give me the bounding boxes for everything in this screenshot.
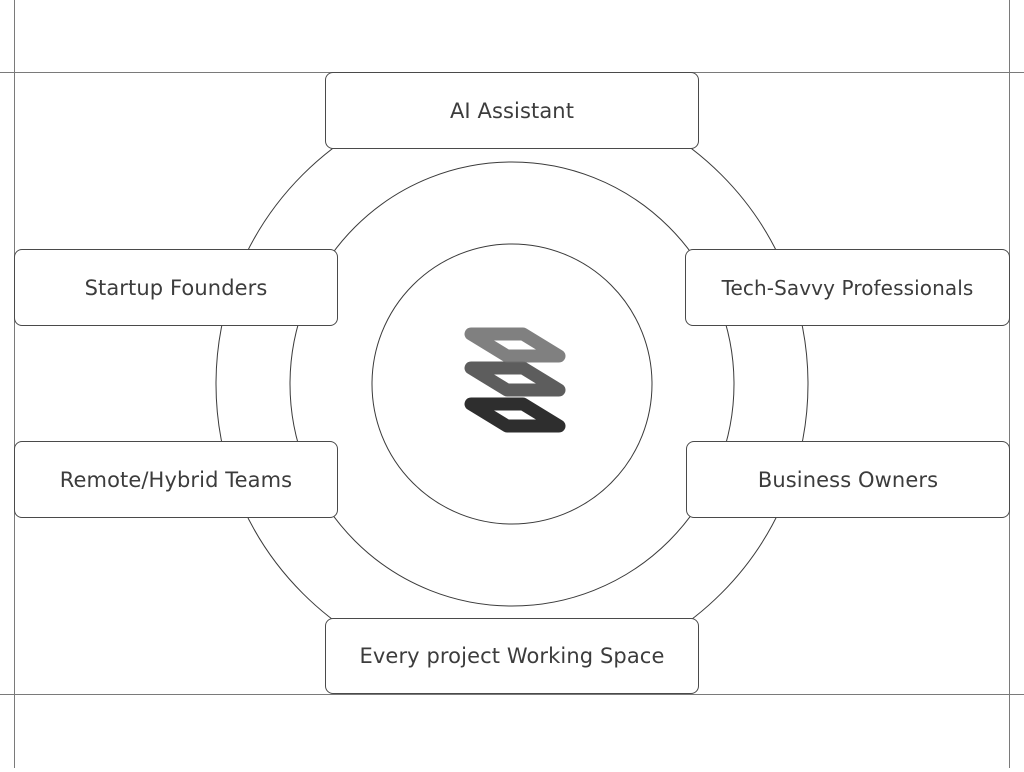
- node-tech-savvy-professionals: Tech-Savvy Professionals: [685, 249, 1010, 326]
- logo-layer-top: [464, 327, 566, 363]
- node-working-space: Every project Working Space: [325, 618, 699, 694]
- node-label: Business Owners: [757, 467, 939, 492]
- node-label: Every project Working Space: [359, 644, 665, 668]
- middle-ring: [289, 161, 735, 607]
- node-remote-hybrid-teams: Remote/Hybrid Teams: [14, 441, 338, 518]
- logo-layer-bottom: [464, 397, 566, 433]
- stacked-layers-icon: [464, 327, 566, 433]
- node-label: Remote/Hybrid Teams: [59, 467, 293, 492]
- node-label: Startup Founders: [84, 275, 268, 300]
- node-startup-founders: Startup Founders: [14, 249, 338, 326]
- node-business-owners: Business Owners: [686, 441, 1010, 518]
- node-ai-assistant: AI Assistant: [325, 72, 699, 149]
- logo-layer-middle: [464, 361, 566, 397]
- node-label: AI Assistant: [449, 98, 575, 123]
- node-label: Tech-Savvy Professionals: [721, 275, 974, 300]
